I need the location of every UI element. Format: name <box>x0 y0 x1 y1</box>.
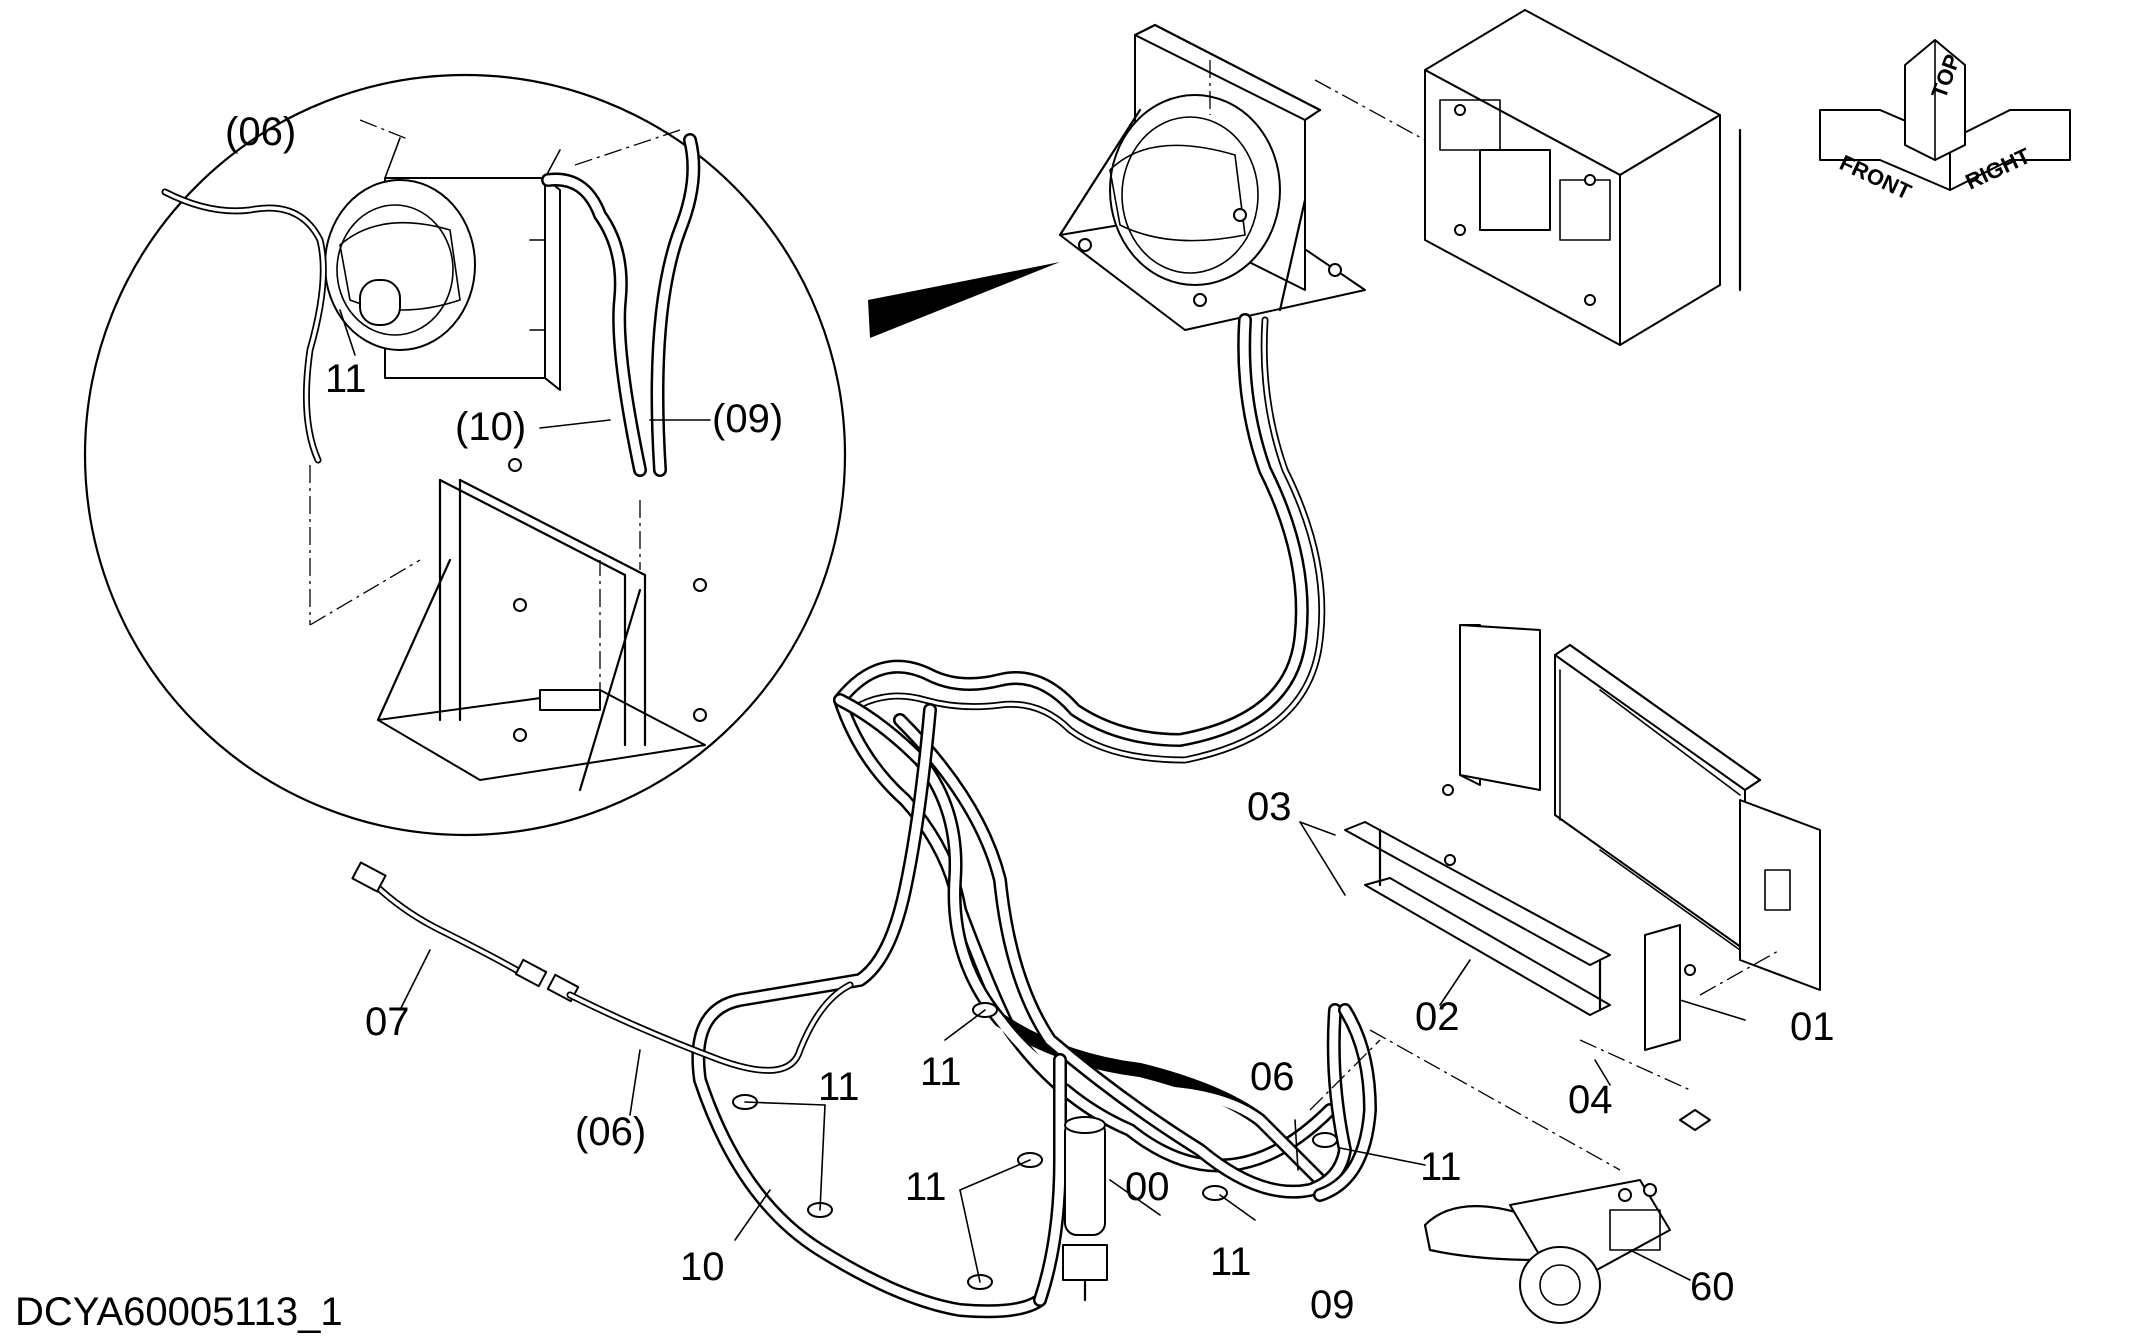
label-09-detail: (09) <box>712 397 783 441</box>
label-11-c: 11 <box>905 1165 947 1209</box>
detail-hoses <box>161 133 701 477</box>
label-02: 02 <box>1415 995 1460 1039</box>
orientation-indicator: FRONT TOP RIGHT <box>1819 39 2071 205</box>
leader-hose-end <box>1309 1039 1381 1111</box>
leader-condenser <box>1699 949 1781 996</box>
condenser-bracket <box>1344 784 1696 1051</box>
label-06-main: (06) <box>575 1110 646 1154</box>
detail-pointer <box>868 262 1060 338</box>
label-04: 04 <box>1568 1078 1613 1122</box>
label-11-e: 11 <box>1420 1145 1462 1189</box>
detail-leaders <box>309 119 681 700</box>
part-labels: 03 02 01 04 06 11 00 11 09 60 11 11 11 0… <box>365 785 1835 1327</box>
diagram-id: DCYA60005113_1 <box>15 1290 343 1334</box>
label-11-a: 11 <box>920 1050 962 1094</box>
label-60: 60 <box>1690 1265 1735 1309</box>
label-11-b: 11 <box>818 1065 860 1109</box>
label-03: 03 <box>1247 785 1292 829</box>
label-00: 00 <box>1125 1165 1170 1209</box>
leader-evap-cabinet <box>1314 79 1426 141</box>
label-07: 07 <box>365 1000 410 1044</box>
receiver-drier <box>1062 1116 1108 1302</box>
label-10: 10 <box>680 1245 725 1289</box>
leader-compressor <box>1369 1029 1621 1171</box>
detail-leader-11 <box>339 309 356 356</box>
leader-bolt <box>1579 1039 1691 1091</box>
wire-harness <box>351 861 854 1074</box>
label-11-d: 11 <box>1210 1240 1252 1284</box>
detail-mounting-frame <box>376 458 707 792</box>
label-09: 09 <box>1310 1283 1355 1327</box>
label-11-detail: 11 <box>325 357 367 401</box>
heater-cabinet <box>1424 9 1742 346</box>
label-06: 06 <box>1250 1055 1295 1099</box>
nut <box>1679 1109 1711 1131</box>
detail-view: (06) 11 (10) (09) <box>83 73 1060 837</box>
condenser <box>1459 624 1821 991</box>
label-leaders <box>399 821 1746 1283</box>
label-06-detail: (06) <box>225 110 296 154</box>
compressor <box>1423 1179 1671 1324</box>
detail-evaporator-unit <box>324 137 561 391</box>
label-10-detail: (10) <box>455 405 526 449</box>
evaporator-unit <box>1058 23 1366 331</box>
label-01: 01 <box>1790 1005 1835 1049</box>
detail-leader-10 <box>539 419 611 429</box>
hose-assembly <box>691 313 1377 1319</box>
